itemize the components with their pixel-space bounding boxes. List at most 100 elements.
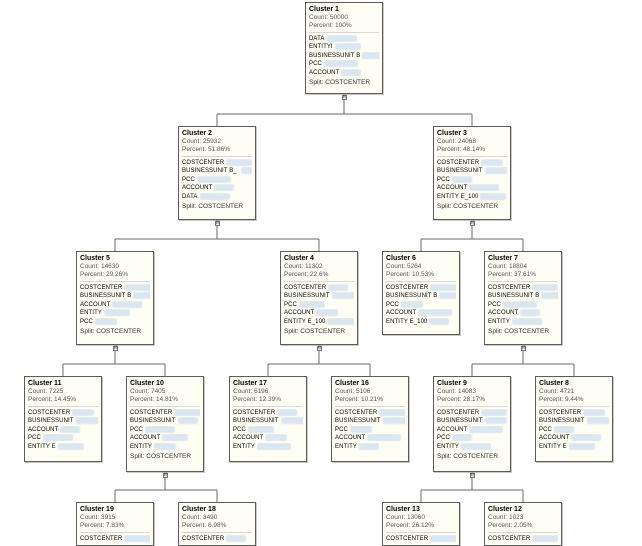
cluster-split: Split: COSTCENTER [182, 203, 244, 211]
attribute-row: BUSINESSUNIT [284, 292, 354, 300]
redacted-value [240, 167, 252, 175]
cluster-title: Cluster 10 [130, 380, 164, 387]
attribute-row: ACCOUNT [309, 68, 379, 77]
attribute-label: BUSINESSUNIT B [488, 293, 540, 300]
redacted-value [226, 534, 247, 542]
cluster-split: Split: COSTCENTER [488, 328, 550, 336]
attribute-row: ENTITY [488, 317, 558, 326]
redacted-value [247, 425, 274, 433]
attribute-label: ACCOUNT [28, 426, 59, 433]
cluster-split: Split: COSTCENTER [130, 453, 192, 461]
attribute-label: COSTCENTER [28, 409, 71, 416]
attribute-row: ACCOUNT [80, 300, 150, 309]
redacted-value [430, 534, 456, 542]
divider [386, 531, 456, 533]
redacted-value [75, 417, 98, 425]
attribute-label: ENTITY [335, 443, 357, 450]
attribute-label: COSTCENTER [386, 535, 429, 542]
attribute-row: COSTCENTER [437, 158, 507, 167]
redacted-value [177, 417, 198, 425]
redacted-value [484, 167, 507, 175]
cluster-title: Cluster 16 [335, 380, 369, 387]
attribute-row: BUSINESSUNIT [335, 417, 405, 425]
redacted-value [323, 60, 358, 68]
divider [284, 280, 354, 282]
redacted-value [367, 434, 402, 442]
collapse-toggle-icon[interactable]: ⊟ [469, 220, 475, 226]
cluster-percent: Percent: 22.6% [284, 271, 329, 279]
redacted-value [280, 417, 303, 425]
collapse-toggle-icon[interactable]: ⊟ [316, 345, 322, 351]
cluster-title: Cluster 6 [386, 255, 416, 262]
redacted-value [484, 417, 507, 425]
cluster-percent: Percent: 10.53% [386, 271, 435, 279]
cluster-split: Split: COSTCENTER [284, 328, 346, 336]
cluster-percent: Percent: 14.45% [28, 396, 77, 404]
cluster-percent: Percent: 7.83% [80, 522, 125, 530]
redacted-value [124, 283, 150, 291]
attribute-row: PCC [28, 434, 98, 442]
attribute-label: COSTCENTER [488, 535, 531, 542]
attribute-label: ACCOUNT [437, 426, 468, 433]
attribute-row: COSTCENTER [488, 283, 558, 292]
attribute-label: ENTITY E [28, 443, 56, 450]
attribute-label: ENTITY [80, 310, 102, 317]
attribute-label: PCC [437, 435, 450, 442]
redacted-value [481, 408, 507, 416]
attribute-label: ACCOUNT [284, 310, 315, 317]
attribute-row: ENTITY E [28, 442, 98, 451]
attribute-label: PCC [182, 176, 195, 183]
collapse-toggle-icon[interactable]: ⊟ [520, 345, 526, 351]
cluster-percent: Percent: 6.98% [182, 522, 227, 530]
attribute-row: BUSINESSUNIT [437, 167, 507, 175]
redacted-value [511, 317, 542, 325]
attribute-label: BUSINESSUNIT [284, 293, 330, 300]
cluster-count: Count: 14630 [80, 263, 120, 270]
collapse-toggle-icon[interactable]: ⊟ [214, 220, 220, 226]
redacted-value [451, 175, 472, 183]
cluster-percent: Percent: 2.05% [488, 522, 533, 530]
collapse-toggle-icon[interactable]: ⊟ [341, 94, 347, 100]
collapse-toggle-icon[interactable]: ⊟ [162, 472, 168, 478]
cluster-title: Cluster 9 [437, 380, 467, 387]
attribute-list: COSTCENTER [182, 534, 252, 543]
redacted-value [451, 434, 472, 442]
attribute-label: ENTITY E [539, 443, 567, 450]
attribute-row: ACCOUNT [437, 425, 507, 434]
collapse-toggle-icon[interactable]: ⊟ [112, 345, 118, 351]
redacted-value [532, 283, 558, 291]
attribute-label: ENTITY [233, 443, 255, 450]
attribute-row: PCC [284, 300, 354, 309]
cluster-percent: Percent: 14.81% [130, 396, 179, 404]
redacted-value [133, 292, 150, 300]
cluster-count: Count: 3490 [182, 514, 218, 521]
collapse-toggle-icon[interactable]: ⊟ [469, 472, 475, 478]
redacted-value [214, 184, 235, 192]
cluster-count: Count: 5264 [386, 263, 422, 270]
redacted-value [326, 34, 357, 42]
redacted-value [400, 300, 423, 308]
redacted-value [256, 442, 291, 450]
cluster-split: Split: COSTCENTER [80, 328, 142, 336]
cluster-count: Count: 24068 [437, 138, 477, 145]
redacted-value [379, 408, 405, 416]
